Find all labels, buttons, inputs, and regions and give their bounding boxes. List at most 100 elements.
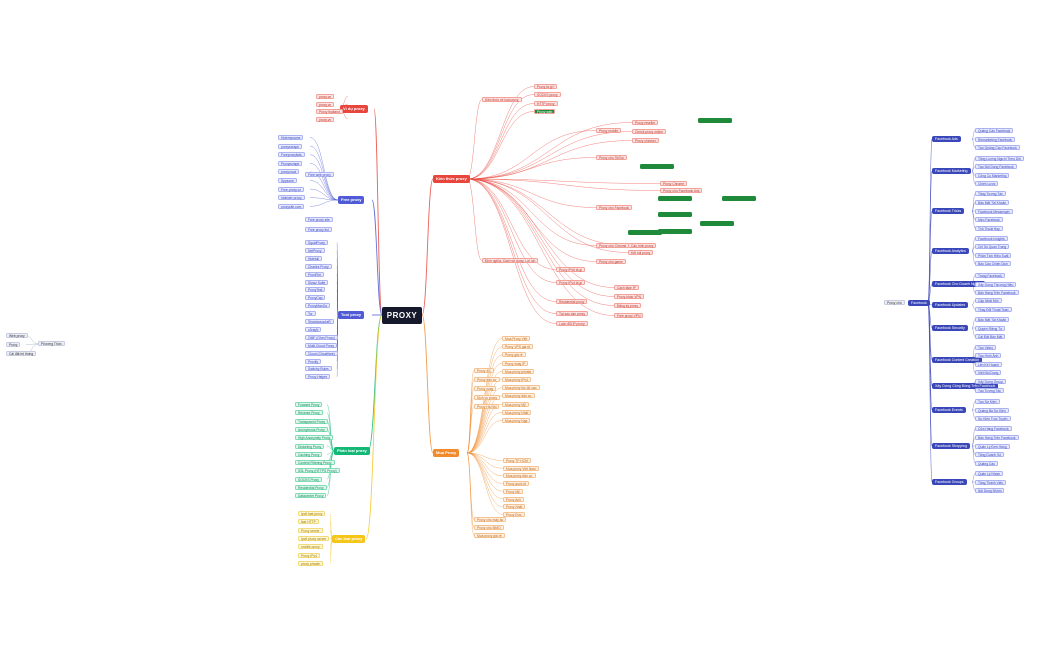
branch-phan-loai[interactable]: Phân loại proxy — [334, 447, 370, 455]
leaf-kien-thuc[interactable]: Proxy mobile — [596, 128, 622, 133]
leaf-kien-thuc[interactable]: Residential proxy — [556, 299, 588, 304]
leaf-kien-thuc[interactable]: Check proxy online — [632, 129, 667, 134]
facebook-leaf[interactable]: Bảo Mật Tài Khoản — [975, 199, 1010, 205]
leaf-tool[interactable]: ProxyManGo — [305, 303, 331, 309]
facebook-leaf[interactable]: Tăng Lượng Người Theo Dõi — [975, 155, 1024, 161]
leaf-mua[interactable]: Proxy dân cư — [474, 377, 500, 382]
leaf-tool[interactable]: ProxyTest — [305, 287, 326, 293]
facebook-leaf[interactable]: Báo Cáo Chiến Dịch — [975, 261, 1011, 267]
leaf-mua[interactable]: Mua proxy giá rẻ — [474, 533, 505, 538]
leaf-tool[interactable]: Switchy Rules — [305, 366, 332, 372]
leaf-kien-thuc[interactable]: SOCKS proxy — [534, 92, 561, 97]
leaf-mua[interactable]: Mua proxy dân cư — [503, 473, 536, 479]
leaf-tool[interactable]: Tor — [305, 311, 316, 317]
leaf-mua[interactable]: Mua proxy dân cư — [502, 393, 535, 399]
branch-vi-du[interactable]: Ví dụ proxy — [340, 105, 368, 113]
facebook-leaf[interactable]: Quyền Riêng Tư — [975, 325, 1006, 331]
facebook-leaf[interactable]: Tạo Sự Kiện — [975, 398, 1000, 404]
leaf-mua[interactable]: Proxy Hà Nội — [474, 404, 500, 409]
leaf-mua[interactable]: Mua proxy Mỹ — [502, 401, 529, 407]
facebook-leaf[interactable]: Thay Đổi Thuật Toán — [975, 306, 1012, 312]
facebook-leaf[interactable]: Sự Kiện Trực Tuyến — [975, 416, 1011, 422]
leaf-mua[interactable]: Mua proxy IPv4 — [502, 377, 531, 382]
facebook-leaf[interactable]: Tạo Nội Dung Facebook — [975, 164, 1017, 170]
facebook-leaf[interactable]: Bán Hàng Trên Facebook — [975, 290, 1019, 296]
leaf-mua[interactable]: Proxy cho máy ảo — [474, 517, 507, 522]
leaf-kien-thuc[interactable]: Kết nối proxy — [628, 250, 654, 255]
leaf-tool[interactable]: Multi-Cloud Proxy — [305, 342, 338, 348]
leaf-free[interactable]: Free-proxy.cz — [278, 186, 304, 192]
leaf-kien-thuc[interactable]: HTTP proxy — [534, 101, 558, 106]
leaf-mua[interactable]: Proxy Đức — [503, 511, 525, 517]
leaf-tool[interactable]: Slowz Suite — [305, 279, 329, 285]
left-leaf[interactable]: Web proxy — [6, 333, 28, 338]
free-sub-node[interactable]: Free proxy list — [305, 227, 332, 232]
leaf-kien-thuc[interactable]: Kiến thức về loại proxy — [482, 97, 522, 102]
leaf-kien-thuc[interactable]: Proxy cho TikTok — [596, 155, 627, 160]
facebook-leaf[interactable]: Nội Dung Nhóm — [975, 488, 1005, 494]
leaf-tool[interactable]: Proxify — [305, 358, 322, 364]
leaf-kien-thuc[interactable]: Cách fake IP — [614, 285, 639, 290]
leaf-kien-thuc[interactable]: Proxy cho Chrome — [596, 243, 630, 248]
facebook-group[interactable]: Facebook Shopping — [932, 443, 970, 449]
leaf-cac-loai[interactable]: Proxy server — [298, 527, 323, 533]
free-sub-node[interactable]: Free web proxy — [305, 172, 334, 177]
branch-free[interactable]: Free proxy — [338, 196, 365, 204]
facebook-leaf[interactable]: Bảo Mật Tài Khoản — [975, 316, 1010, 322]
facebook-leaf[interactable]: Quản Lý Nhóm — [975, 470, 1004, 476]
leaf-cac-loai[interactable]: Ipv6 fast proxy — [298, 511, 326, 516]
leaf-tool[interactable]: OMF (Ohm Proxy) — [305, 334, 338, 340]
facebook-group[interactable]: Facebook Ads — [932, 136, 961, 142]
leaf-mua[interactable]: Mua proxy tốc độ cao — [502, 385, 540, 391]
leaf-kien-thuc[interactable]: Proxy là gì? — [534, 84, 558, 89]
leaf-phan-loai[interactable]: Forward Proxy — [295, 402, 323, 407]
facebook-leaf[interactable]: Phân Tích Hiệu Suất — [975, 252, 1012, 258]
leaf-phan-loai[interactable]: Transparent Proxy — [295, 418, 328, 424]
leaf-mua[interactable]: Proxy Anh — [503, 496, 525, 502]
leaf-mua[interactable]: Proxy xoay IP — [502, 360, 529, 366]
leaf-free[interactable]: proxynova — [278, 169, 300, 175]
leaf-phan-loai[interactable]: Distorting Proxy — [295, 443, 325, 449]
leaf-free[interactable]: Freeproxylists — [278, 152, 305, 158]
leaf-vi-du[interactable]: proxy.vn — [316, 94, 335, 99]
leaf-mua[interactable]: Proxy quốc tế — [503, 481, 530, 487]
facebook-group[interactable]: Facebook Cho Doanh Nghiệp — [932, 281, 986, 287]
leaf-free[interactable]: proxysite.com — [278, 203, 305, 209]
facebook-leaf[interactable]: Tạo Quảng Cáo Facebook — [975, 145, 1020, 151]
leaf-tool[interactable]: Charles Proxy — [305, 263, 332, 269]
leaf-mua[interactable]: Proxy Nhật — [503, 504, 526, 510]
leaf-mua[interactable]: Mua proxy private — [502, 368, 535, 374]
leaf-free[interactable]: proxyscrape — [278, 143, 302, 149]
leaf-kien-thuc[interactable]: Cấu hình proxy — [628, 243, 657, 248]
leaf-mua[interactable]: Dịch vụ proxy — [474, 395, 500, 400]
leaf-mua[interactable]: Proxy VPS giá rẻ — [502, 344, 534, 350]
leaf-cac-loai[interactable]: proxy private — [298, 560, 323, 566]
leaf-mua[interactable]: Mua proxy Nhật — [502, 409, 532, 415]
facebook-leaf[interactable]: Quản Lý Đơn Hàng — [975, 443, 1010, 449]
facebook-group[interactable]: Xây Dựng Cộng Đồng Trên Facebook — [932, 383, 999, 389]
leaf-tool[interactable]: Proxy Helper — [305, 374, 331, 380]
leaf-kien-thuc[interactable]: Proxy web — [534, 109, 556, 114]
facebook-leaf[interactable]: Công Cụ Marketing — [975, 172, 1010, 178]
leaf-phan-loai[interactable]: Reverse Proxy — [295, 410, 323, 416]
leaf-mua[interactable]: Proxy xoay — [474, 386, 497, 391]
facebook-leaf[interactable]: Facebook Insights — [975, 235, 1008, 241]
leaf-kien-thuc[interactable]: Proxy IPv4 là gì — [556, 280, 586, 285]
leaf-tool[interactable]: Hidefull — [305, 255, 322, 261]
facebook-prefix[interactable]: Proxy cho — [884, 300, 905, 305]
leaf-phan-loai[interactable]: High Anonymity Proxy — [295, 435, 334, 441]
facebook-leaf[interactable]: Chiến Lược — [975, 181, 999, 187]
facebook-leaf[interactable]: Facebook Messenger — [975, 208, 1013, 214]
facebook-leaf[interactable]: Tăng Doanh Số — [975, 452, 1005, 458]
facebook-leaf[interactable]: Xây Dựng Thương Hiệu — [975, 281, 1017, 287]
leaf-vi-du[interactable]: proxy.vn — [316, 101, 335, 107]
leaf-mua[interactable]: Mua proxy Việt Nam — [503, 465, 539, 471]
facebook-leaf[interactable]: Mẹo Facebook — [975, 217, 1003, 223]
leaf-vi-du[interactable]: Proxy thailand — [316, 109, 343, 114]
leaf-kien-thuc[interactable]: Free proxy VPN — [614, 313, 644, 318]
leaf-mua[interactable]: Proxy 4G — [474, 368, 494, 373]
leaf-kien-thuc[interactable]: Proxy checker — [632, 138, 659, 143]
facebook-group[interactable]: Facebook Groups — [932, 479, 967, 485]
leaf-kien-thuc[interactable]: Proxy cho Facebook — [596, 205, 633, 210]
facebook-leaf[interactable]: Tăng Thành Viên — [975, 479, 1007, 485]
